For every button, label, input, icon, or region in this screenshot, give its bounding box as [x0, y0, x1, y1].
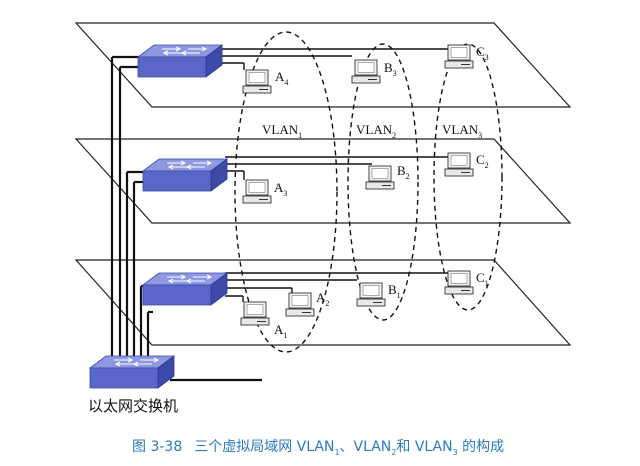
host-label-a4: A4: [275, 69, 288, 87]
middle-floor-switch-icon: [142, 158, 228, 192]
host-label-a1: A1: [274, 322, 287, 340]
host-label-b1: B1: [388, 282, 401, 300]
host-a4-pc-icon: [242, 69, 272, 94]
host-b3-pc-icon: [351, 59, 381, 84]
host-label-a3: A3: [274, 180, 287, 198]
bottom-floor-switch-icon: [142, 272, 228, 306]
host-b1-pc-icon: [356, 282, 386, 307]
floor-plane-top: [74, 22, 572, 108]
host-b2-pc-icon: [365, 165, 395, 190]
host-c2-pc-icon: [444, 152, 474, 177]
host-label-b2: B2: [397, 163, 410, 181]
vlan2-label: VLAN2: [356, 122, 396, 140]
host-label-c1: C1: [476, 270, 489, 288]
host-c3-pc-icon: [444, 44, 474, 69]
vlan3-label: VLAN3: [442, 122, 482, 140]
trunk-switch-icon: [89, 355, 175, 389]
trunk-switch-label: 以太网交换机: [88, 397, 178, 415]
host-a1-pc-icon: [240, 301, 270, 326]
middle-floor-cables: [225, 156, 450, 180]
host-label-b3: B3: [384, 60, 397, 78]
host-a2-pc-icon: [285, 292, 315, 317]
vlan2-boundary: [347, 43, 419, 321]
vlan1-label: VLAN1: [262, 122, 302, 140]
vlan1-boundary: [234, 31, 338, 353]
host-c1-pc-icon: [444, 270, 474, 295]
top-floor-switch-icon: [137, 44, 223, 78]
host-label-a2: A2: [316, 290, 329, 308]
vlan3-boundary: [433, 43, 503, 311]
top-floor-cables: [222, 48, 452, 70]
bottom-floor-cables: [225, 272, 450, 302]
host-label-c2: C2: [476, 152, 489, 170]
host-label-c3: C3: [476, 44, 489, 62]
host-a3-pc-icon: [242, 179, 272, 204]
